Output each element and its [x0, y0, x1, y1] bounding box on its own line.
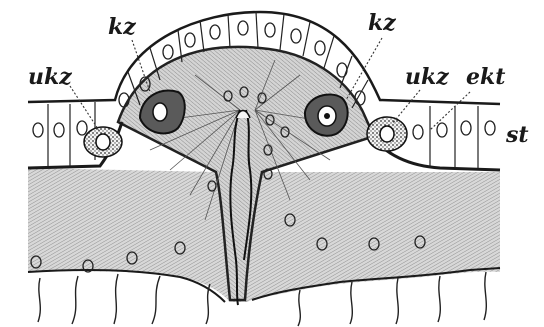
label-st: st [505, 122, 529, 148]
touch-cell-left-nucleus [153, 103, 167, 121]
dotted-cell-left-nucleus [96, 134, 110, 150]
dermis-layer [28, 168, 500, 302]
dotted-cell-right-nucleus [380, 126, 394, 142]
touch-cell-right-nucleolus [324, 113, 330, 119]
label-ukz-left: ukz [28, 64, 72, 90]
label-ukz-right: ukz [405, 64, 449, 90]
label-kz-right: kz [368, 10, 396, 36]
label-ekt: ekt [466, 64, 505, 90]
label-kz-left: kz [108, 14, 136, 40]
